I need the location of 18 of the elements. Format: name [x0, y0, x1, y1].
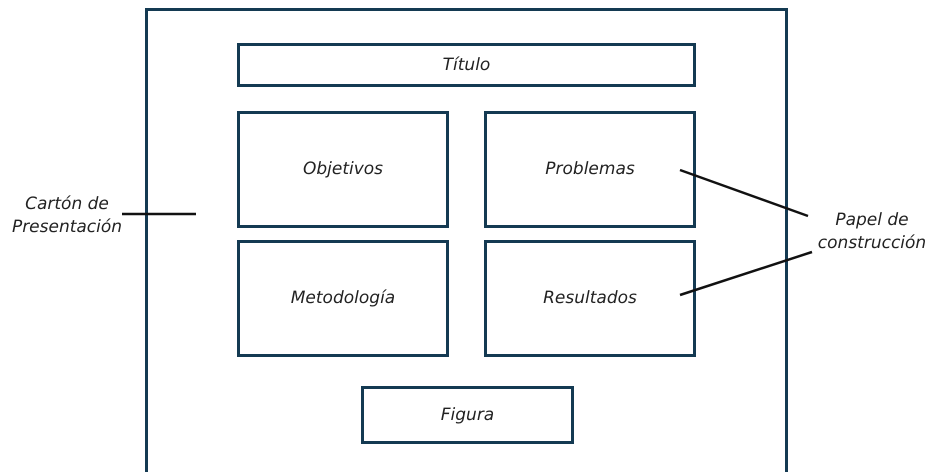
section-panel	[484, 111, 696, 228]
section-panel	[237, 111, 449, 228]
presentation-board	[145, 8, 788, 472]
callout-text: Papel de construcción	[816, 209, 928, 255]
callout-text: Cartón de Presentación	[10, 193, 124, 239]
panel-label: Objetivos	[302, 158, 384, 181]
leader-line	[680, 168, 808, 218]
section-panel	[484, 240, 696, 357]
leader-line	[680, 250, 812, 296]
figure-panel	[361, 386, 574, 444]
panel-label: Título	[442, 54, 490, 76]
panel-label: Problemas	[545, 158, 635, 181]
section-panel	[237, 240, 449, 357]
panel-label: Figura	[440, 404, 494, 426]
panel-label: Resultados	[543, 287, 637, 310]
panel-label: Metodología	[290, 287, 396, 310]
leader-line	[122, 212, 196, 216]
title-panel	[237, 43, 696, 87]
